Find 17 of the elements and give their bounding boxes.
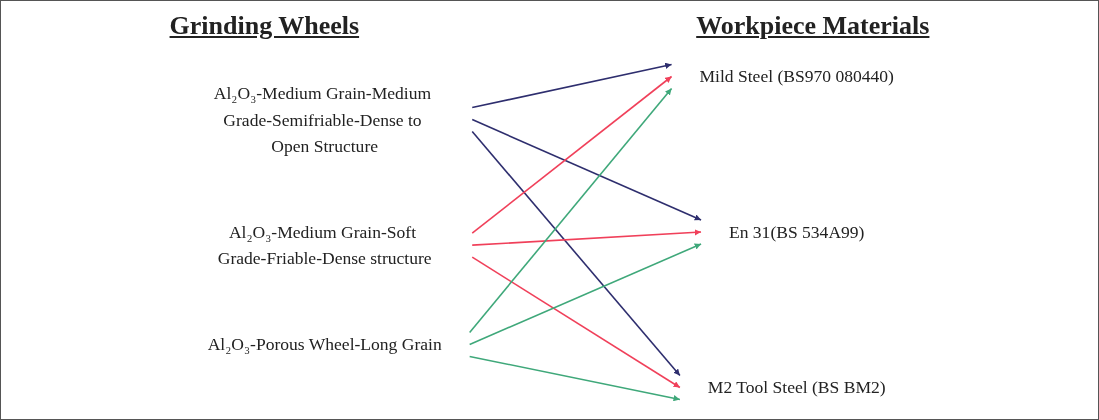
arrow (471, 130, 681, 377)
node-text: M2 Tool Steel (BS BM2) (707, 377, 886, 398)
arrow (468, 87, 673, 334)
node-text: Al₂O₃-Medium Grain-Medium Grade-Semifriable-Dense to Open Structure (213, 83, 432, 156)
arrow (471, 118, 702, 221)
node-text: Mild Steel (BS970 080440) (699, 66, 894, 87)
arrow (471, 256, 681, 389)
arrow (471, 229, 702, 246)
arrow (468, 355, 681, 402)
column-heading: Workpiece Materials (696, 11, 930, 42)
arrow (471, 62, 673, 109)
node-text: En 31(BS 534A99) (728, 222, 865, 242)
arrow (468, 243, 702, 346)
column-heading: Grinding Wheels (169, 11, 360, 42)
node-text: Al₂O₃-Medium Grain-Soft Grade-Friable-Dense structure (217, 222, 432, 269)
node-text: Al₂O₃-Porous Wheel-Long Grain (207, 334, 442, 355)
arrow (471, 75, 673, 234)
